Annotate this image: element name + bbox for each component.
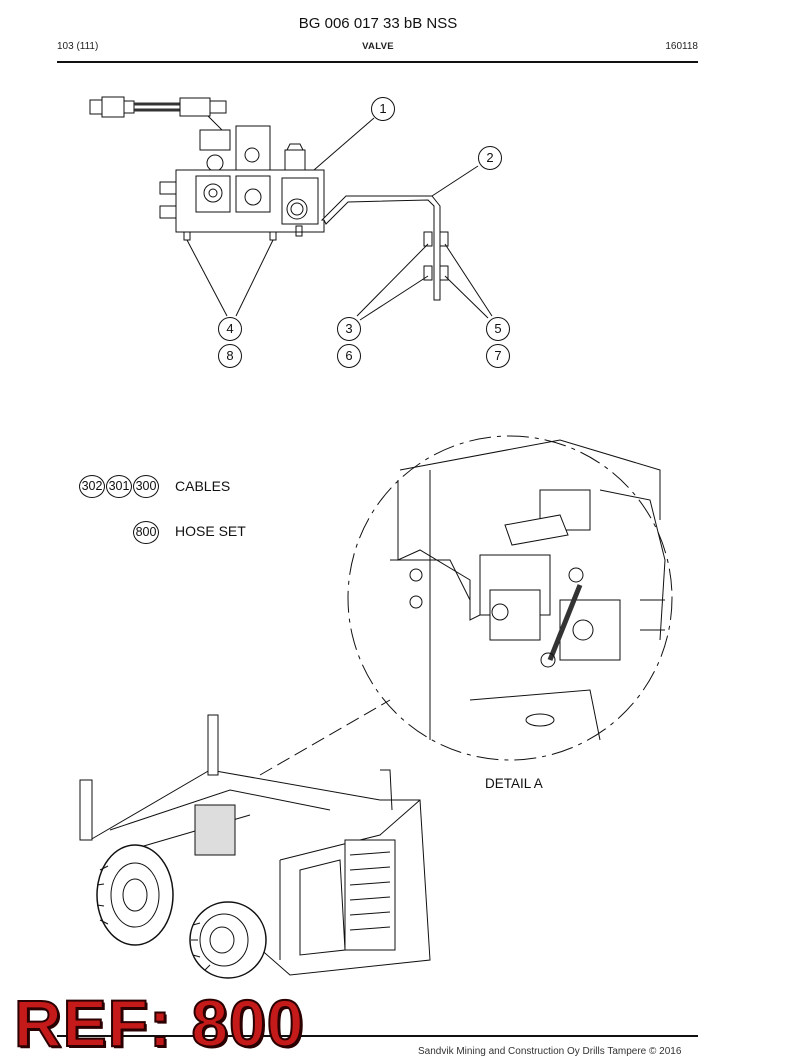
callout-2: 2 [478, 146, 502, 170]
cable-ref-302: 302 [79, 475, 105, 498]
ref-stamp: REF: 800 [13, 985, 305, 1061]
hose-set-label: HOSE SET [175, 523, 246, 539]
detail-leader [259, 699, 391, 776]
machine-drawing [79, 714, 431, 979]
cable-ref-300: 300 [133, 475, 159, 498]
bracket-drawing [320, 195, 449, 301]
detail-a-drawing [347, 435, 673, 761]
valve-block-drawing [159, 125, 325, 241]
footer-rule [57, 1035, 698, 1037]
document-code: 160118 [665, 41, 698, 52]
callout-8: 8 [218, 344, 242, 368]
cable-ref-301: 301 [106, 475, 132, 498]
copyright-footer: Sandvik Mining and Construction Oy Drill… [418, 1046, 682, 1057]
cable-connector-drawing [89, 96, 227, 141]
callout-5: 5 [486, 317, 510, 341]
callout-6: 6 [337, 344, 361, 368]
callout-3: 3 [337, 317, 361, 341]
callout-1: 1 [371, 97, 395, 121]
page-number: 103 (111) [57, 41, 99, 52]
section-title: VALVE [362, 41, 394, 52]
detail-a-label: DETAIL A [485, 776, 543, 791]
callout-4: 4 [218, 317, 242, 341]
cables-label: CABLES [175, 478, 231, 494]
hose-ref-800: 800 [133, 521, 159, 544]
document-title: BG 006 017 33 bB NSS [298, 15, 458, 32]
callout-7: 7 [486, 344, 510, 368]
header-rule [57, 61, 698, 63]
leader-lines [186, 117, 493, 321]
